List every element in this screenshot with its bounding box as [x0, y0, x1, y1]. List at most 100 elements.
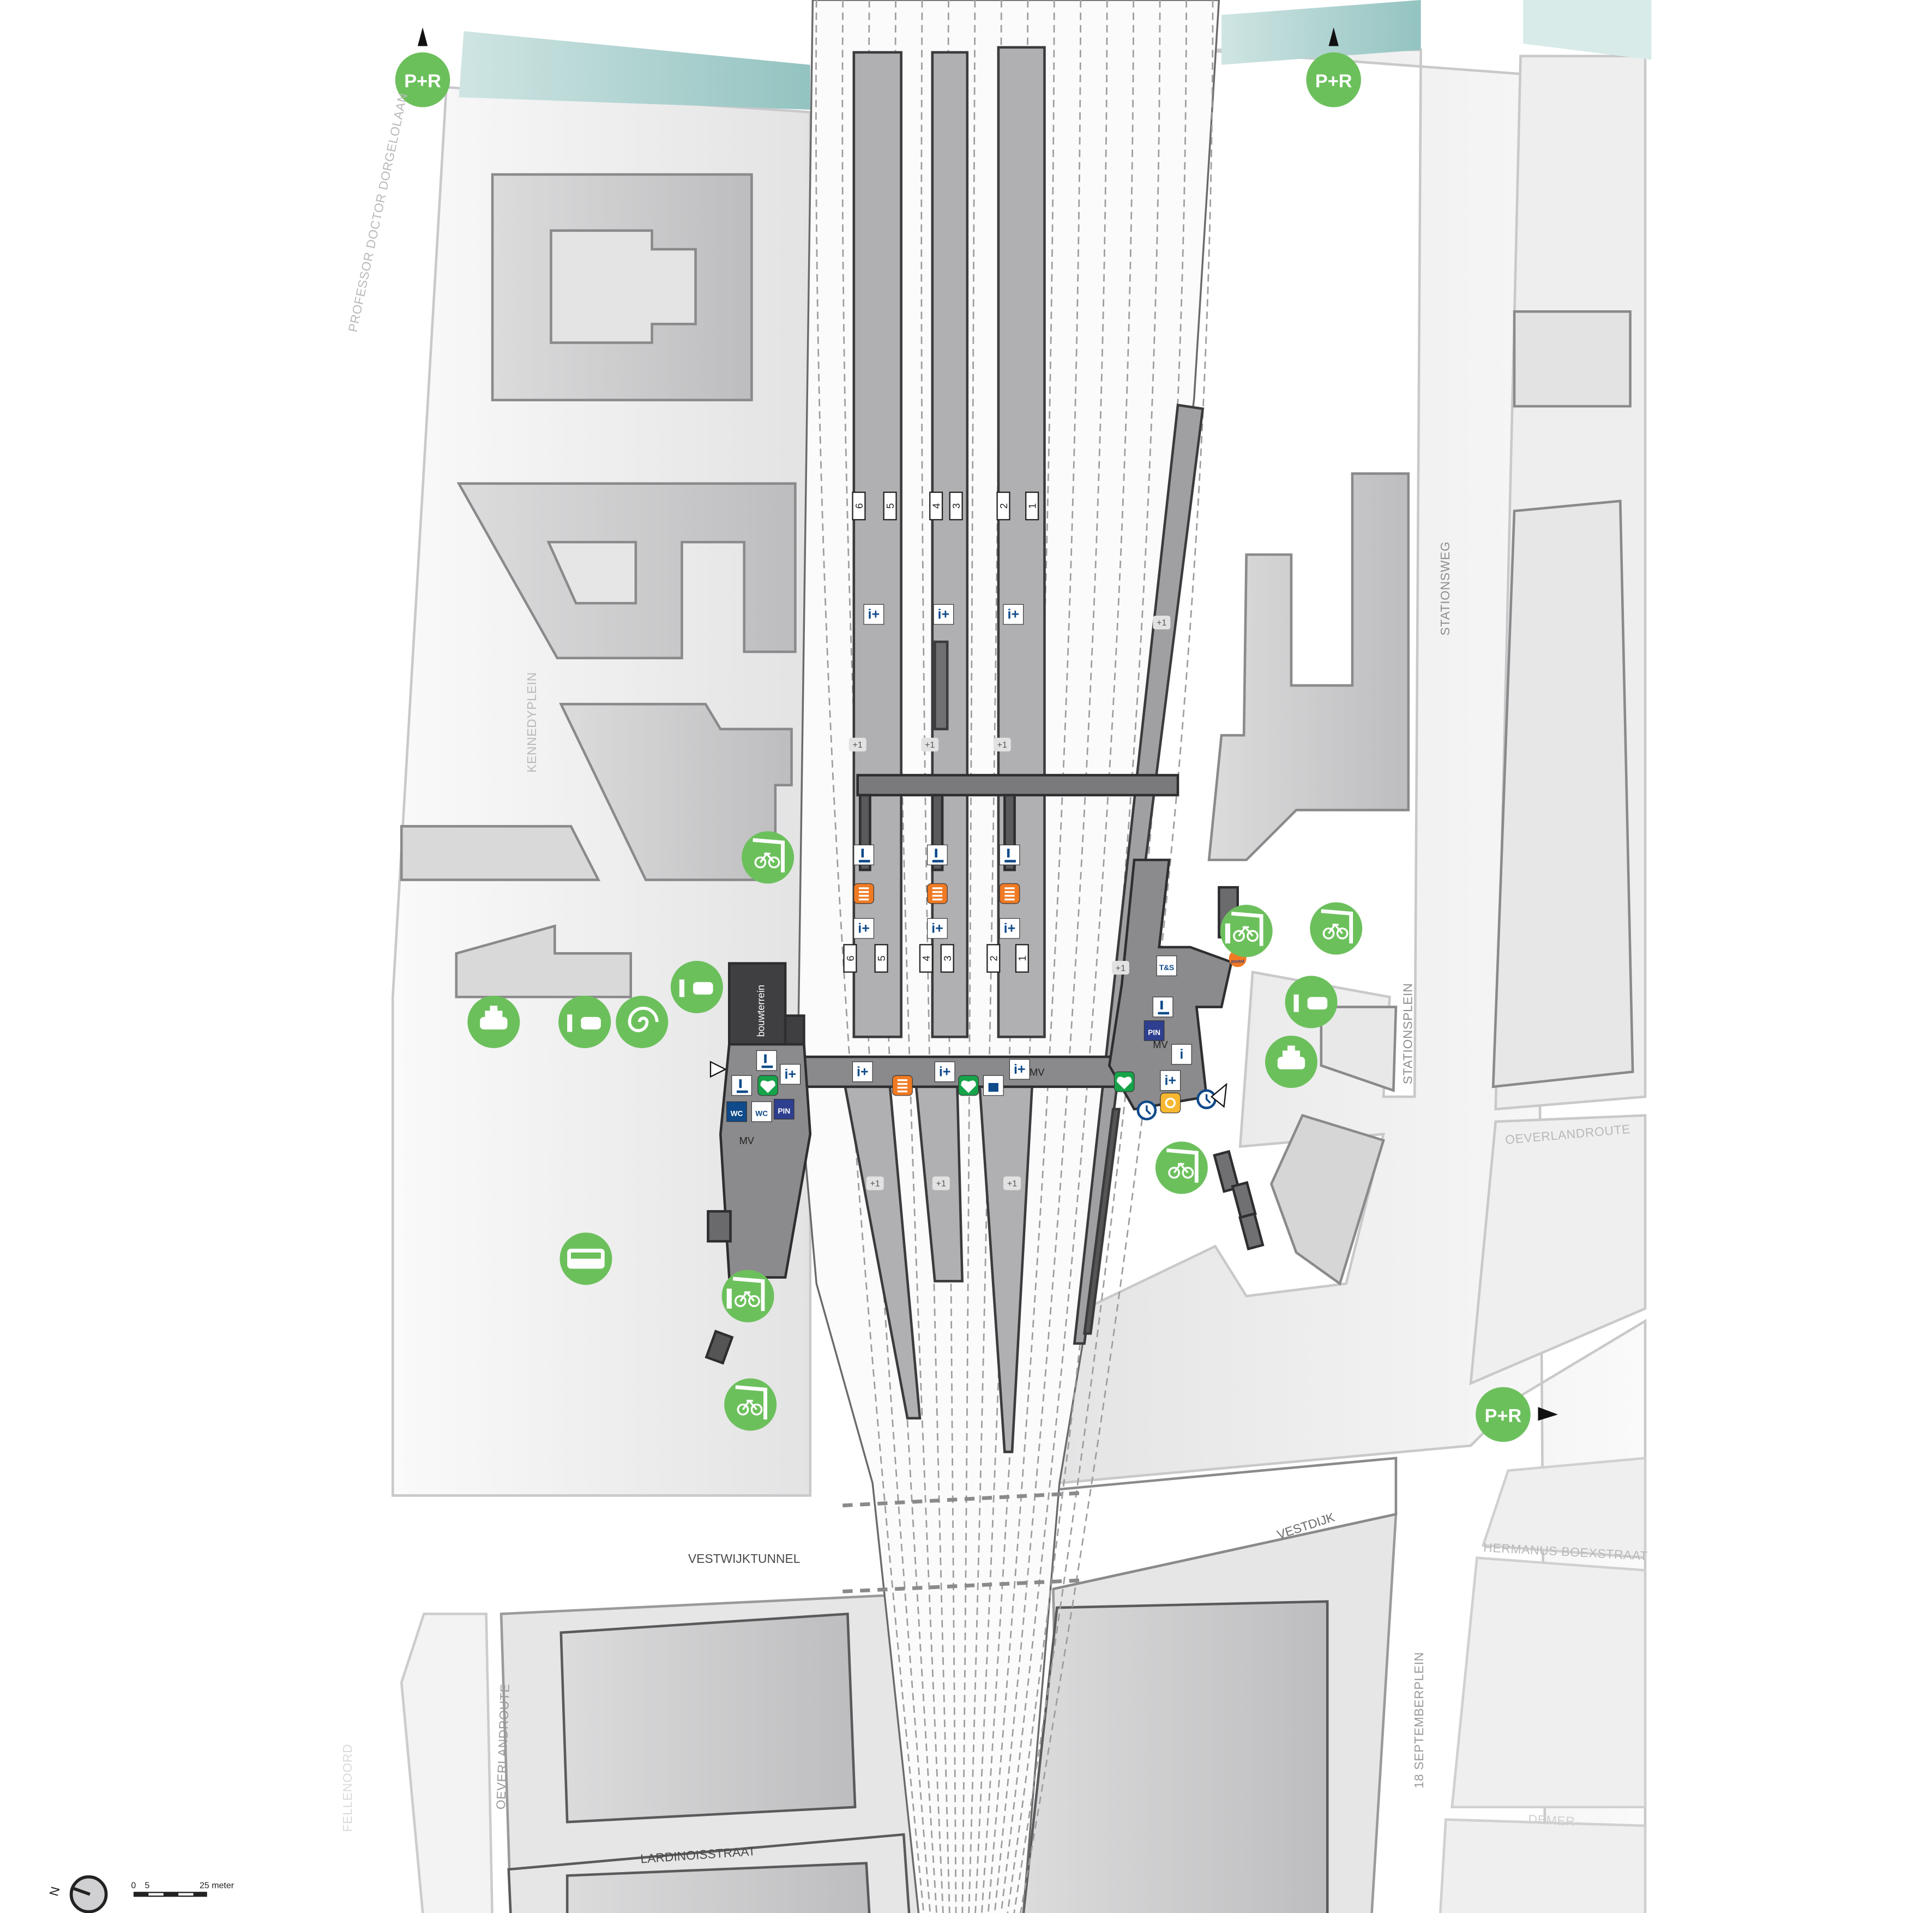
bicycle-parking-icon[interactable]	[742, 831, 795, 884]
track-line	[815, 0, 925, 1913]
platform-number-sign: 1	[1025, 491, 1039, 521]
info-plus-icon[interactable]: i+	[999, 918, 1020, 939]
photo-booth-icon[interactable]	[1160, 1092, 1181, 1114]
guarded-bicycle-parking-icon[interactable]	[721, 1270, 774, 1322]
north-label: N	[46, 1885, 62, 1898]
track-line	[961, 0, 976, 1913]
footbridge	[856, 774, 1179, 797]
kiss-and-ride-icon[interactable]	[558, 995, 611, 1048]
icon-text: PIN	[1148, 1028, 1160, 1037]
clock-icon[interactable]	[1136, 1100, 1157, 1121]
mv-label: MV	[1153, 1039, 1168, 1050]
street-label: STATIONSWEG	[1438, 542, 1452, 636]
aed-defibrillator-icon[interactable]	[757, 1075, 778, 1096]
info-plus-icon[interactable]: i+	[853, 918, 874, 939]
platform-number: 2	[988, 955, 1000, 961]
platform-number: 2	[998, 503, 1009, 509]
wc-paid-icon[interactable]: WC	[726, 1101, 747, 1122]
buildings	[400, 173, 1634, 1913]
bicycle-parking-icon[interactable]	[1155, 1141, 1208, 1194]
construction-site-label: bouwterrein	[755, 985, 766, 1037]
platform-number: 1	[1016, 955, 1028, 961]
clock-icon[interactable]	[1196, 1089, 1217, 1109]
icon-text: i+	[938, 607, 950, 622]
icon-text: T&S	[1159, 964, 1174, 972]
info-plus-icon[interactable]: i+	[1160, 1070, 1181, 1091]
park-and-ride-north-west[interactable]: P+R	[395, 27, 450, 107]
platform-4-3	[931, 51, 969, 1038]
level-label: +1	[870, 1180, 880, 1189]
icon-text: i+	[931, 921, 943, 936]
icon-text: i	[1179, 1046, 1183, 1062]
icon-text: i+	[857, 1064, 869, 1079]
level-badge: +1	[848, 737, 866, 752]
platform-number: 4	[931, 503, 942, 509]
bicycle-parking-icon[interactable]	[1310, 902, 1363, 955]
info-plus-icon[interactable]: i+	[852, 1061, 873, 1082]
info-plus-icon[interactable]: i+	[1009, 1058, 1030, 1080]
kiss-and-ride-icon[interactable]	[1285, 976, 1338, 1028]
assistance-icon[interactable]	[927, 844, 948, 865]
mv-label: MV	[1030, 1066, 1045, 1078]
level-label: +1	[853, 741, 863, 750]
platform-number: 6	[853, 503, 865, 509]
ticket-machine-icon[interactable]	[892, 1075, 913, 1096]
ticket-machine-icon[interactable]	[999, 883, 1020, 904]
info-plus-icon[interactable]: i+	[1003, 604, 1024, 625]
kiss-and-ride-icon[interactable]	[670, 960, 723, 1013]
park-and-ride-label: P+R	[1315, 71, 1352, 92]
icon-text: i+	[1014, 1062, 1026, 1077]
level-badge: +1	[921, 737, 939, 752]
wc-icon[interactable]: WC	[751, 1101, 772, 1122]
platform-number: 1	[1026, 503, 1038, 509]
info-plus-icon[interactable]: i+	[933, 604, 954, 625]
north-compass: N	[46, 1875, 108, 1913]
platform-number-sign: 1	[1015, 944, 1029, 973]
level-label: +1	[997, 741, 1007, 750]
park-and-ride-south-east[interactable]: P+R	[1476, 1387, 1558, 1442]
taxi-icon[interactable]	[1265, 1036, 1317, 1088]
ticket-machine-icon[interactable]	[927, 883, 948, 904]
track-line	[987, 0, 1082, 1913]
assistance-icon[interactable]	[853, 844, 874, 865]
platform-2-1	[997, 46, 1046, 1038]
info-plus-icon[interactable]: i+	[934, 1061, 955, 1082]
assistance-icon[interactable]	[756, 1050, 777, 1071]
level-label: +1	[1116, 964, 1126, 973]
bicycle-parking-icon[interactable]	[724, 1378, 777, 1431]
level-labels: +1+1+1+1+1+1+1+1	[848, 615, 1171, 1190]
luggage-locker-icon[interactable]	[983, 1075, 1004, 1096]
level-badge: +1	[866, 1176, 884, 1190]
guarded-bicycle-parking-icon[interactable]	[1220, 905, 1273, 958]
platform-number-sign: 6	[843, 944, 857, 973]
info-plus-icon[interactable]: i+	[863, 604, 884, 625]
assistance-icon[interactable]	[731, 1075, 752, 1096]
platform-number: 6	[845, 955, 856, 961]
track-line	[994, 0, 1108, 1913]
platform-6-5	[852, 51, 902, 1038]
transport-icons	[467, 831, 1363, 1431]
entrance-arrow-icon	[709, 1061, 727, 1078]
aed-defibrillator-icon[interactable]	[958, 1075, 979, 1096]
bus-icon[interactable]	[559, 1232, 612, 1285]
ticket-service-icon[interactable]: T&S	[1156, 955, 1177, 976]
info-icon[interactable]: i	[1171, 1044, 1192, 1065]
spiral-art-icon[interactable]	[616, 995, 669, 1048]
taxi-icon[interactable]	[467, 995, 520, 1048]
park-and-ride-north-east[interactable]: P+R	[1306, 27, 1361, 107]
aed-defibrillator-icon[interactable]	[1114, 1071, 1135, 1092]
street-label: PROFESSOR DOCTOR DORGELOLAAN	[345, 92, 410, 333]
info-plus-icon[interactable]: i+	[780, 1064, 801, 1085]
street-label: VESTWIJKTUNNEL	[688, 1551, 801, 1566]
icon-text: i+	[1164, 1073, 1176, 1088]
ticket-machine-icon[interactable]	[853, 883, 874, 904]
assistance-icon[interactable]	[999, 844, 1020, 865]
info-plus-icon[interactable]: i+	[927, 918, 948, 939]
platform-number-sign: 4	[929, 491, 943, 521]
assistance-icon[interactable]	[1152, 996, 1173, 1018]
level-label: +1	[1157, 618, 1166, 628]
pin-atm-icon[interactable]: PIN	[773, 1099, 795, 1120]
platform-number: 3	[942, 955, 953, 961]
pin-atm-icon[interactable]: PIN	[1143, 1020, 1165, 1041]
